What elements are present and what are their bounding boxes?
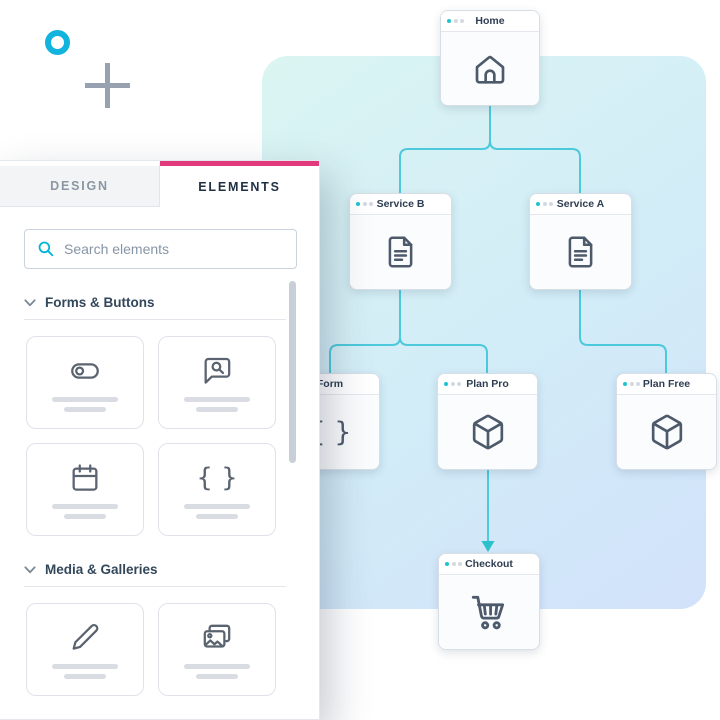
skeleton-line [52,504,118,509]
chevron-down-icon [24,565,36,573]
node-header: Service B [350,194,451,215]
node-header: Plan Free [617,374,716,395]
skeleton-line [184,504,250,509]
document-icon [568,236,592,268]
search-icon [38,241,54,257]
gallery-icon [200,620,234,656]
search-elements-box[interactable] [24,229,297,269]
section-forms-buttons[interactable]: Forms & Buttons [24,295,286,320]
skeleton-line [64,407,106,412]
braces-icon: { } [196,463,238,493]
box-icon [472,414,503,450]
decor-ring-icon [45,30,70,55]
skeleton-line [52,397,118,402]
node-header: Plan Pro [438,374,537,395]
pen-icon [68,620,102,656]
tab-elements[interactable]: ELEMENTS [160,161,319,207]
toggle-icon [68,353,102,389]
home-icon [475,55,505,84]
node-header: Home [441,11,539,32]
node-title: Home [475,15,505,27]
node-title: Service A [556,198,605,210]
cart-icon [471,595,505,630]
panel-scrollbar[interactable] [289,281,296,463]
decor-plus-icon [85,63,130,108]
skeleton-line [64,514,106,519]
window-dots-icon [536,202,553,206]
flow-node-plan-pro[interactable]: Plan Pro [437,373,538,470]
skeleton-line [196,407,238,412]
skeleton-line [184,664,250,669]
document-icon [388,236,412,268]
element-card-gallery[interactable] [158,603,276,696]
element-card-toggle[interactable] [26,336,144,429]
node-title: Plan Pro [466,378,509,390]
section-media-galleries[interactable]: Media & Galleries [24,562,286,587]
skeleton-line [52,664,118,669]
node-title: Form [316,378,344,390]
forms-buttons-cards: { } [26,336,276,536]
section-title: Media & Galleries [45,562,158,577]
panel-tabs: DESIGN ELEMENTS [0,161,319,207]
node-header: Service A [530,194,631,215]
skeleton-line [64,674,106,679]
calendar-icon [68,460,102,496]
node-title: Service B [376,198,425,210]
window-dots-icon [447,19,464,23]
window-dots-icon [356,202,373,206]
flow-background [262,56,706,609]
node-title: Plan Free [642,378,691,390]
element-card-calendar[interactable] [26,443,144,536]
media-galleries-cards [26,603,276,696]
skeleton-line [184,397,250,402]
section-title: Forms & Buttons [45,295,155,310]
element-card-braces[interactable]: { } [158,443,276,536]
element-card-pen[interactable] [26,603,144,696]
flow-node-checkout[interactable]: Checkout [438,553,540,650]
flow-node-plan-free[interactable]: Plan Free [616,373,717,470]
flow-node-service-b[interactable]: Service B [349,193,452,290]
skeleton-line [196,514,238,519]
elements-panel: DESIGN ELEMENTS Forms & Buttons [0,160,320,720]
box-icon [651,414,682,450]
flow-node-service-a[interactable]: Service A [529,193,632,290]
window-dots-icon [623,382,640,386]
skeleton-line [196,674,238,679]
node-title: Checkout [465,558,513,570]
window-dots-icon [445,562,462,566]
chat-search-icon [200,353,234,389]
flow-node-home[interactable]: Home [440,10,540,106]
node-header: Checkout [439,554,539,575]
window-dots-icon [444,382,461,386]
tab-design[interactable]: DESIGN [0,161,160,207]
element-card-chat-search[interactable] [158,336,276,429]
search-input[interactable] [64,241,284,257]
chevron-down-icon [24,298,36,306]
